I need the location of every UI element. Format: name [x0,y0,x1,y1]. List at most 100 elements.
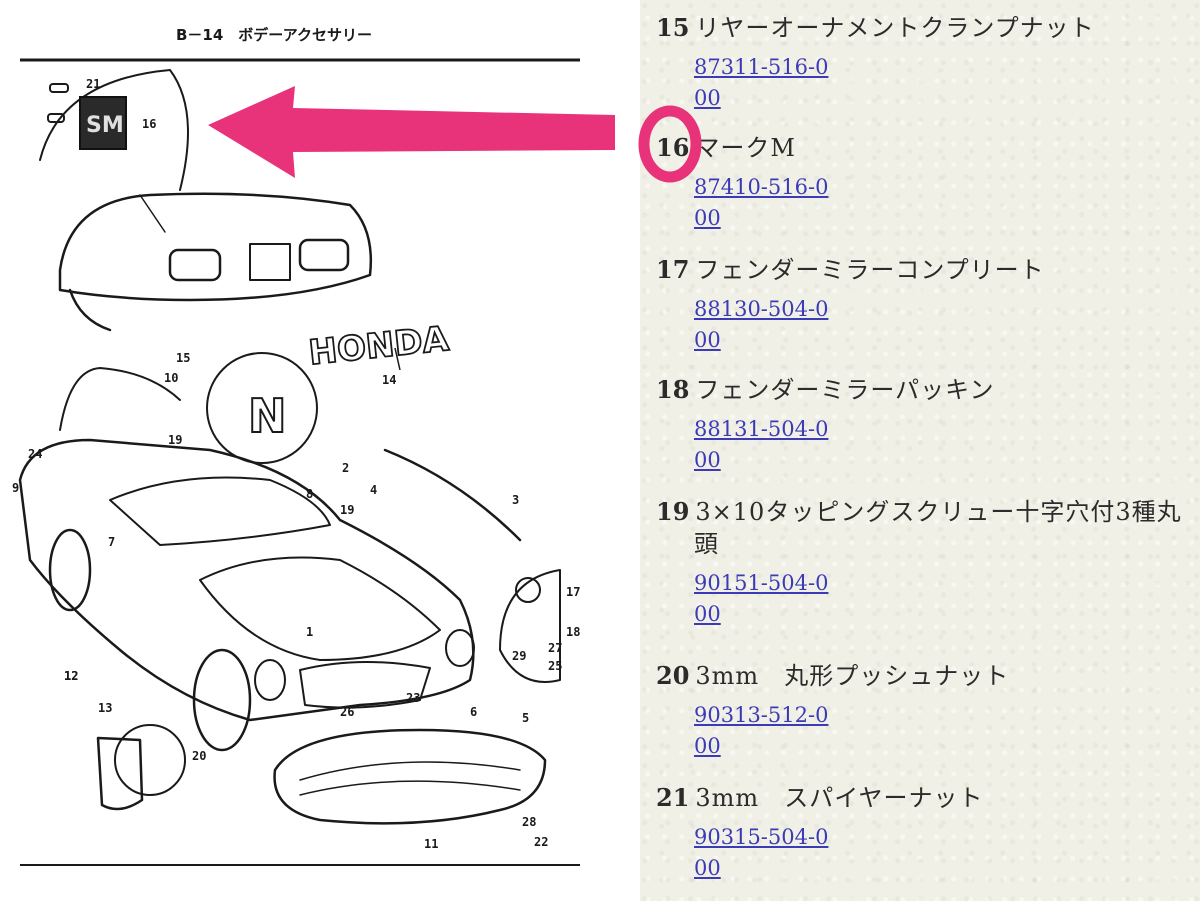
headlamp-left [254,659,286,701]
plate-bracket [96,736,144,811]
callout-14: 14 [382,373,396,387]
callout-27: 27 [548,641,562,655]
headlamp-right [445,629,475,667]
front-grille [299,661,431,709]
part-number: 20 [656,661,690,690]
callout-19: 19 [340,503,354,517]
callout-10: 10 [164,371,178,385]
part-number: 18 [656,375,690,404]
part-number: 16 [656,133,690,162]
part-number-link[interactable]: 90313-512-000 [694,703,829,758]
rear-wheel [68,288,112,332]
car-rear-body [58,192,372,302]
callout-9: 9 [12,481,19,495]
callout-19: 19 [168,433,182,447]
grille-mesh [299,761,521,796]
detail-circle-n [206,352,318,464]
m-badge-text: SM [86,113,124,138]
callout-28: 28 [522,815,536,829]
pointer-arrow [208,86,615,178]
parts-diagram: B－14 ボデーアクセサリー SM HONDA N [12,26,615,866]
part-number-link[interactable]: 88131-504-000 [694,417,829,472]
part-number-link[interactable]: 88130-504-000 [694,297,829,352]
callout-23: 23 [406,691,420,705]
hood [199,556,441,661]
part-name: フェンダーミラーコンプリート [695,256,1045,284]
callout-1: 1 [306,625,313,639]
callout-13: 13 [98,701,112,715]
part-number-link[interactable]: 87311-516-000 [694,55,829,110]
body-accessory-diagram: B－14 ボデーアクセサリー SM HONDA N [12,26,615,866]
callout-22: 22 [534,835,548,849]
part-name: 3mm 丸形プッシュナット [695,662,1010,690]
callout-5: 5 [522,711,529,725]
detail-circle-bracket [114,724,186,796]
callout-3: 3 [512,493,519,507]
callout-12: 12 [64,669,78,683]
callout-24: 24 [28,447,42,461]
rear-wheel-main [48,528,92,612]
detail-circle-mirror [499,569,561,683]
part-3 [383,448,522,542]
part-number-link[interactable]: 87410-516-000 [694,175,829,230]
part-number: 21 [656,783,690,812]
part-number-link[interactable]: 90151-504-000 [694,571,829,626]
callout-21: 21 [86,77,100,91]
callout-7: 7 [108,535,115,549]
part-number-link[interactable]: 90315-504-000 [694,825,829,880]
leader-14 [394,347,401,371]
detail-circle-rear [39,69,189,191]
part-number: 19 [656,497,690,526]
leader-16 [139,194,166,233]
part-name: マークM [695,134,796,162]
diagram-header: B－14 ボデーアクセサリー [176,26,372,44]
part-name-continued: 頭 [694,530,718,558]
highlight-circle [638,105,702,183]
callout-20: 20 [192,749,206,763]
part-name: 3×10タッピングスクリュー十字穴付3種丸 [695,498,1182,526]
m-badge [79,96,127,150]
tail-lamp-left [168,248,222,282]
license-plate [249,243,291,281]
callout-11: 11 [424,837,438,851]
tail-lamp-right [298,238,350,272]
honda-emblem: HONDA [307,319,451,374]
callout-6: 6 [470,705,477,719]
callout-18: 18 [566,625,580,639]
callout-26: 26 [340,705,354,719]
part-number: 17 [656,255,690,284]
front-wheel [192,648,252,752]
callout-29: 29 [512,649,526,663]
nut-15 [47,113,65,123]
callout-25: 25 [548,659,562,673]
callout-2: 2 [342,461,349,475]
part-10 [59,367,181,431]
callout-8: 8 [306,487,313,501]
callout-4: 4 [370,483,377,497]
n-badge: N [248,389,287,443]
part-name: リヤーオーナメントクランプナット [695,14,1095,42]
part-name: 3mm スパイヤーナット [695,784,984,812]
part-number: 15 [656,13,690,42]
grille-assembly [273,728,547,825]
windshield [109,476,331,546]
part-name: フェンダーミラーパッキン [695,376,995,404]
callout-12: 12 [64,669,78,683]
nut-21 [49,83,69,93]
callout-16: 16 [142,117,156,131]
